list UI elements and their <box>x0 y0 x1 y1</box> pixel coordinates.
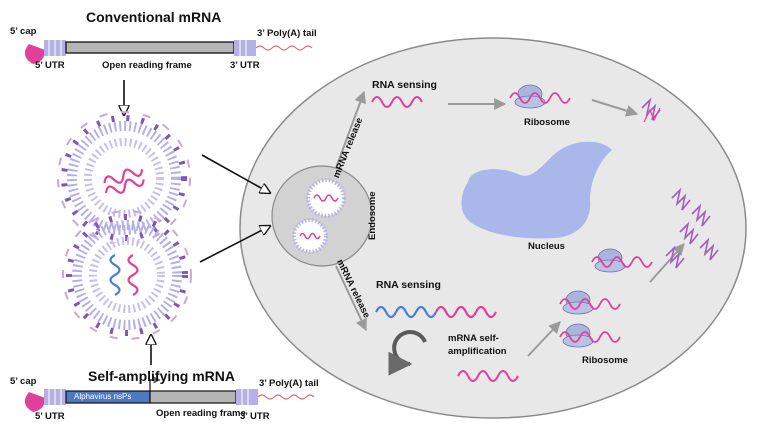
saRNA-orf-label: Open reading frame <box>156 408 246 419</box>
saRNA-utr5-label: 5’ UTR <box>35 411 65 422</box>
endosome-label: Endosome <box>367 191 378 240</box>
conventional-construct <box>24 40 313 64</box>
arrow-lnp-top-to-endosome <box>201 154 270 193</box>
saRNA-sensing-pink <box>435 305 497 319</box>
endosome-lnp-bottom <box>292 218 328 254</box>
ribosome-top-label: Ribosome <box>524 117 570 128</box>
saRNA-title: Self-amplifying mRNA <box>88 368 236 384</box>
arrow-lnp-bottom-to-endosome <box>199 226 270 263</box>
lnp-conventional-icon <box>57 111 191 245</box>
conventional-title: Conventional mRNA <box>86 9 222 25</box>
self-amp-line2: amplification <box>448 346 507 357</box>
conventional-orf-label: Open reading frame <box>102 60 192 71</box>
arrow-release-top <box>335 90 366 169</box>
ribosome-bottom-label: Ribosome <box>582 355 628 366</box>
conventional-utr3-label: 3’ UTR <box>230 60 260 71</box>
saRNA-sensing-blue <box>375 305 437 319</box>
ribosome-bottom-3 <box>591 248 653 273</box>
endosome-lnp-top <box>306 178 346 218</box>
amplified-mrna <box>457 370 519 382</box>
protein-cluster-icon <box>665 187 719 269</box>
protein-icon <box>641 97 661 123</box>
ribosome-bottom-1 <box>559 290 621 315</box>
mrna-sensing-top <box>371 96 423 108</box>
cap-icon <box>24 44 45 64</box>
lnp-saRNA-icon <box>62 210 192 340</box>
sensing-top-label: RNA sensing <box>372 79 437 91</box>
conventional-utr5-label: 5’ UTR <box>35 60 65 71</box>
arrow-release-bottom <box>335 265 367 332</box>
arrow-ribosome-to-proteins <box>649 243 685 283</box>
sensing-bottom-label: RNA sensing <box>376 279 441 291</box>
saRNA-utr3-label: 3’ UTR <box>240 411 270 422</box>
saRNA-cap-label: 5’ cap <box>10 376 37 387</box>
self-amp-line1: mRNA self- <box>448 333 499 344</box>
ribosome-bottom-2 <box>559 323 621 348</box>
nucleus-label: Nucleus <box>528 241 565 252</box>
ribosome-icon <box>509 84 571 109</box>
saRNA-nsps-label: Alphavirus nsPs <box>74 392 132 401</box>
arrow-ribosome-to-protein-top <box>591 99 639 117</box>
cycle-arrow-icon <box>388 330 427 376</box>
conventional-polya-label: 3’ Poly(A) tail <box>257 28 317 39</box>
conventional-cap-label: 5’ cap <box>10 26 37 37</box>
arrow-amp-to-ribosome <box>527 321 561 357</box>
saRNA-polya-label: 3’ Poly(A) tail <box>259 378 319 389</box>
saRNA-construct <box>24 376 315 412</box>
nucleus <box>461 141 612 239</box>
